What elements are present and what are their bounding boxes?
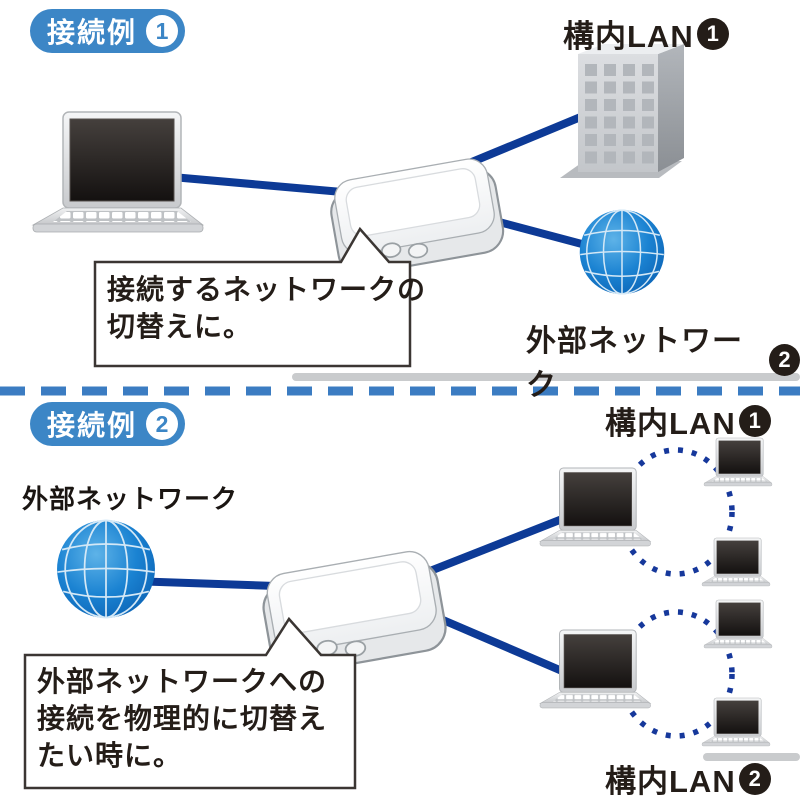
bubble-text-2: 外部ネットワークへの 接続を物理的に切替え たい時に。 bbox=[37, 664, 327, 775]
badge-number: 2 bbox=[146, 408, 179, 440]
badge-example-1: 接続例 1 bbox=[30, 9, 186, 53]
bubble-text-line: 切替えに。 bbox=[107, 310, 253, 342]
label-text: 外部ネットワーク bbox=[22, 484, 239, 514]
label-external-network: 外部ネットワーク bbox=[22, 479, 238, 516]
label-text: 構内LAN bbox=[605, 764, 736, 799]
laptop-icon bbox=[701, 537, 771, 587]
label-lan1: 構内LAN 1 bbox=[563, 11, 729, 56]
bubble-text-line: 外部ネットワークへの bbox=[37, 666, 328, 697]
number-circle: 1 bbox=[696, 17, 729, 50]
label-text: 外部ネットワーク bbox=[526, 325, 743, 402]
label-text: 構内LAN bbox=[563, 19, 694, 54]
speech-bubble bbox=[23, 616, 357, 790]
bubble-text-1: 接続するネットワークの 切替えに。 bbox=[107, 272, 426, 346]
laptop-icon bbox=[703, 437, 773, 487]
divider-shadow-bar bbox=[703, 753, 800, 761]
number-circle: 2 bbox=[738, 762, 771, 795]
label-lan1-group: 構内LAN 1 bbox=[605, 398, 771, 443]
number-circle: 2 bbox=[769, 344, 800, 376]
building-icon bbox=[560, 44, 684, 178]
label-text: 構内LAN bbox=[605, 406, 736, 441]
label-external-network-2: 外部ネットワーク 2 bbox=[526, 316, 800, 404]
laptop-icon bbox=[32, 111, 204, 233]
speech-bubble bbox=[93, 226, 412, 368]
globe-icon bbox=[579, 209, 665, 295]
badge-example-2: 接続例 2 bbox=[30, 402, 186, 446]
laptop-icon bbox=[701, 697, 771, 747]
laptop-icon bbox=[539, 467, 651, 547]
number-circle: 1 bbox=[738, 404, 771, 437]
badge-label: 接続例 bbox=[47, 17, 138, 48]
globe-icon bbox=[56, 519, 156, 619]
badge-label: 接続例 bbox=[47, 410, 138, 441]
bubble-text-line: たい時に。 bbox=[37, 739, 183, 771]
bubble-text-line: 接続するネットワークの bbox=[107, 274, 427, 305]
laptop-icon bbox=[703, 599, 773, 649]
label-lan2-group: 構内LAN 2 bbox=[605, 756, 771, 800]
divider-shadow-bar bbox=[292, 373, 800, 381]
bubble-text-line: 接続を物理的に切替え bbox=[37, 702, 328, 734]
badge-number: 1 bbox=[146, 15, 179, 47]
